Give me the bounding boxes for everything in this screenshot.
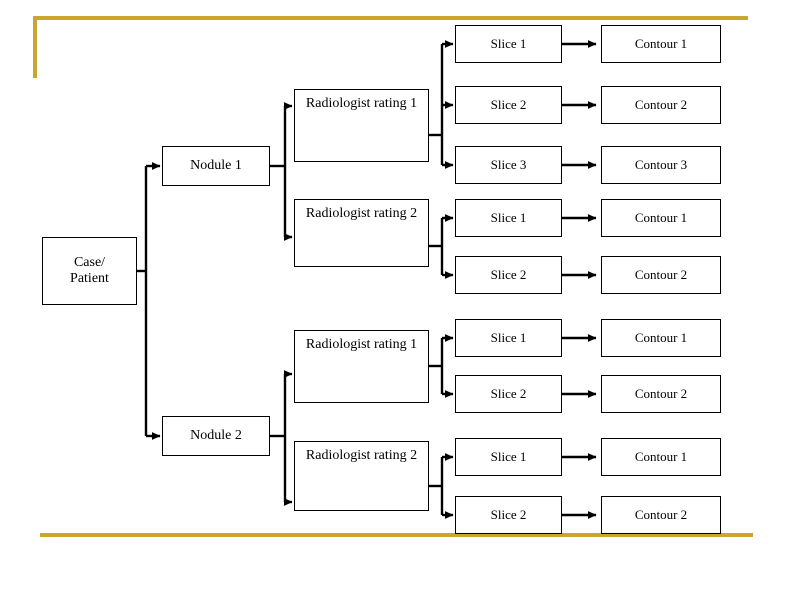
contour-box[interactable]: Contour 2: [601, 375, 721, 413]
slice-label: Slice 2: [490, 96, 527, 112]
nodule-1-rating-2-label: Radiologist rating 2: [305, 206, 418, 221]
slice-label: Slice 2: [490, 385, 527, 401]
slice-label: Slice 1: [490, 209, 527, 225]
slice-label: Slice 1: [490, 448, 527, 464]
contour-box[interactable]: Contour 1: [601, 199, 721, 237]
contour-label: Contour 2: [634, 385, 688, 401]
slice-box[interactable]: Slice 2: [455, 86, 562, 124]
slice-label: Slice 1: [490, 35, 527, 51]
contour-label: Contour 1: [634, 35, 688, 51]
slice-label: Slice 2: [490, 506, 527, 522]
slice-box[interactable]: Slice 3: [455, 146, 562, 184]
slice-box[interactable]: Slice 1: [455, 319, 562, 357]
nodule-1-rating-1-box[interactable]: Radiologist rating 1: [294, 89, 429, 162]
contour-label: Contour 2: [634, 266, 688, 282]
case-patient-box[interactable]: Case/ Patient: [42, 237, 137, 305]
left-gold-rule: [33, 16, 37, 78]
top-gold-rule: [33, 16, 748, 20]
case-patient-label: Case/ Patient: [70, 255, 109, 286]
contour-box[interactable]: Contour 2: [601, 86, 721, 124]
contour-box[interactable]: Contour 1: [601, 438, 721, 476]
slice-box[interactable]: Slice 2: [455, 256, 562, 294]
nodule-2-rating-1-label: Radiologist rating 1: [305, 337, 418, 352]
contour-label: Contour 3: [634, 156, 688, 172]
slice-label: Slice 2: [490, 266, 527, 282]
contour-label: Contour 1: [634, 329, 688, 345]
nodule-2-rating-1-box[interactable]: Radiologist rating 1: [294, 330, 429, 403]
bottom-gold-rule: [40, 533, 753, 537]
contour-label: Contour 1: [634, 209, 688, 225]
contour-box[interactable]: Contour 2: [601, 256, 721, 294]
slice-box[interactable]: Slice 1: [455, 199, 562, 237]
nodule-1-rating-2-box[interactable]: Radiologist rating 2: [294, 199, 429, 267]
slice-box[interactable]: Slice 1: [455, 438, 562, 476]
contour-box[interactable]: Contour 3: [601, 146, 721, 184]
nodule-2-rating-2-box[interactable]: Radiologist rating 2: [294, 441, 429, 511]
slice-label: Slice 3: [490, 156, 527, 172]
contour-label: Contour 2: [634, 506, 688, 522]
nodule-1-box[interactable]: Nodule 1: [162, 146, 270, 186]
slice-box[interactable]: Slice 2: [455, 496, 562, 534]
nodule-2-rating-2-label: Radiologist rating 2: [305, 448, 418, 463]
contour-box[interactable]: Contour 1: [601, 25, 721, 63]
nodule-2-box[interactable]: Nodule 2: [162, 416, 270, 456]
contour-label: Contour 1: [634, 448, 688, 464]
nodule-2-label: Nodule 2: [190, 428, 242, 444]
contour-box[interactable]: Contour 2: [601, 496, 721, 534]
nodule-1-rating-1-label: Radiologist rating 1: [305, 96, 418, 111]
contour-box[interactable]: Contour 1: [601, 319, 721, 357]
slice-box[interactable]: Slice 1: [455, 25, 562, 63]
slice-label: Slice 1: [490, 329, 527, 345]
slice-box[interactable]: Slice 2: [455, 375, 562, 413]
nodule-1-label: Nodule 1: [190, 158, 242, 174]
contour-label: Contour 2: [634, 96, 688, 112]
